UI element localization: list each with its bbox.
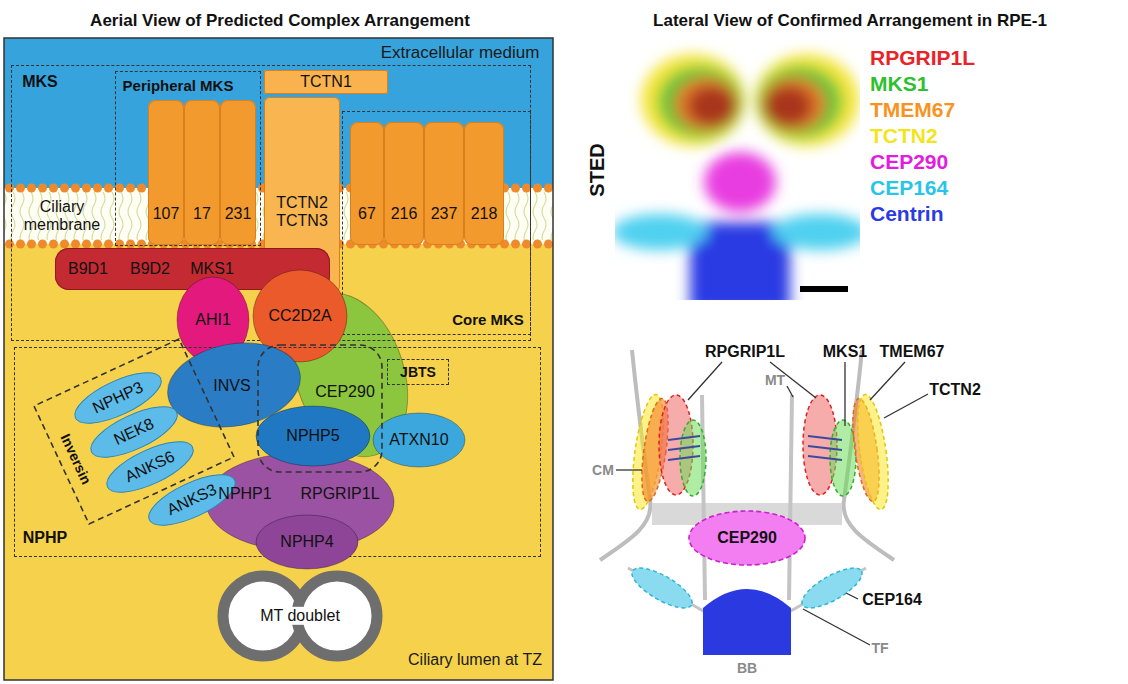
legend-text: MKS1 bbox=[870, 72, 928, 96]
protein-shape: NPHP4 bbox=[255, 514, 359, 570]
sted-image bbox=[615, 40, 860, 300]
node-text: NPHP1 bbox=[218, 485, 271, 503]
legend-text: Centrin bbox=[870, 202, 944, 226]
structure-label: MT bbox=[765, 372, 785, 388]
node-text: Core MKS bbox=[452, 311, 524, 328]
legend-text: CEP290 bbox=[870, 150, 948, 174]
legend-text: TCTN2 bbox=[870, 124, 938, 148]
node-text: JBTS bbox=[400, 364, 436, 380]
node-text: 218 bbox=[471, 205, 498, 223]
aerial-panel bbox=[4, 38, 553, 680]
node-text: TCTN2 TCTN3 bbox=[267, 194, 337, 231]
structure-label: CM bbox=[592, 462, 614, 478]
node-text: Inversin bbox=[57, 431, 94, 486]
node-text: CC2D2A bbox=[268, 307, 331, 325]
node-text: CEP290 bbox=[315, 383, 375, 401]
node-text: NPHP5 bbox=[286, 427, 339, 445]
group-outline: Peripheral MKS 107 17 231 bbox=[116, 72, 260, 245]
node-text: AHI1 bbox=[195, 311, 231, 329]
node-text: 67 bbox=[358, 205, 376, 223]
protein-box: 216 bbox=[384, 122, 424, 245]
protein-label: TCTN2 bbox=[929, 381, 981, 399]
protein-box: 17 bbox=[184, 100, 220, 245]
protein-box: 218 bbox=[464, 122, 504, 245]
node-text: MT doublet bbox=[257, 607, 343, 625]
node-text: TCTN1 bbox=[300, 73, 352, 91]
node-text: INVS bbox=[213, 377, 250, 395]
region-label: Extracellular medium bbox=[381, 43, 540, 63]
protein-shape: ATXN10 bbox=[372, 412, 466, 468]
protein-box: 107 bbox=[148, 100, 184, 245]
legend-entry: CEP290 bbox=[870, 150, 948, 174]
legend-entry: Centrin bbox=[870, 202, 944, 226]
node-text: 17 bbox=[193, 205, 211, 223]
legend-entry: CEP164 bbox=[870, 176, 948, 200]
legend-text: RPGRIP1L bbox=[870, 46, 975, 70]
node-text: MKS1 bbox=[190, 260, 234, 278]
scale-bar bbox=[800, 286, 848, 292]
node-text: 231 bbox=[225, 205, 252, 223]
group-outline: Core MKS 67 216 237 218 bbox=[343, 112, 530, 334]
node-text: ATXN10 bbox=[389, 431, 448, 449]
microtubule-doublet: MT doublet bbox=[218, 570, 382, 662]
legend-entry: TCTN2 bbox=[870, 124, 938, 148]
structure-label: BB bbox=[737, 660, 757, 676]
region-label: Ciliary lumen at TZ bbox=[408, 651, 542, 669]
protein-label: CEP164 bbox=[862, 591, 922, 609]
panel-title: Lateral View of Confirmed Arrangement in… bbox=[653, 11, 1047, 31]
protein-box: TCTN1 bbox=[264, 70, 388, 94]
protein-label: TMEM67 bbox=[880, 343, 945, 361]
protein-box: 231 bbox=[220, 100, 256, 245]
leader-lines bbox=[616, 362, 928, 645]
legend-entry: RPGRIP1L bbox=[870, 46, 975, 70]
node-text: Peripheral MKS bbox=[123, 77, 234, 94]
legend-text: TMEM67 bbox=[870, 98, 955, 122]
node-text: 107 bbox=[153, 205, 180, 223]
node-text: NPHP4 bbox=[280, 533, 333, 551]
node-text: B9D2 bbox=[130, 260, 170, 278]
protein-shape: CEP290 bbox=[688, 510, 806, 566]
group-outline: JBTS bbox=[388, 360, 448, 384]
legend-entry: MKS1 bbox=[870, 72, 928, 96]
panel-title: Aerial View of Predicted Complex Arrange… bbox=[90, 11, 470, 31]
region-label: Ciliary membrane bbox=[16, 198, 108, 235]
protein-box: 67 bbox=[350, 122, 384, 245]
group-outline: MKS Peripheral MKS 107 17 231 TCTN1TCTN2 TCTN… bbox=[12, 66, 530, 340]
protein-shape: NPHP5 bbox=[255, 405, 371, 467]
protein-box: 237 bbox=[424, 122, 464, 245]
node-text: MKS bbox=[22, 73, 58, 91]
protein-label: MKS1 bbox=[823, 343, 867, 361]
node-text: CEP290 bbox=[717, 529, 777, 547]
legend-entry: TMEM67 bbox=[870, 98, 955, 122]
image-label: STED bbox=[586, 143, 609, 196]
node-text: B9D1 bbox=[68, 260, 108, 278]
node-text: NPHP bbox=[23, 529, 67, 547]
tz-schematic bbox=[600, 350, 894, 655]
group-outline: NPHPJBTSINVSInversinNPHP3NEK8ANKS6ANKS3N… bbox=[15, 348, 540, 556]
node-text: RPGRIP1L bbox=[300, 485, 379, 503]
protein-label: RPGRIP1L bbox=[705, 343, 785, 361]
node-text: 237 bbox=[431, 205, 458, 223]
dashed-outline bbox=[258, 345, 382, 472]
legend-text: CEP164 bbox=[870, 176, 948, 200]
node-text: 216 bbox=[391, 205, 418, 223]
structure-label: TF bbox=[871, 640, 888, 656]
